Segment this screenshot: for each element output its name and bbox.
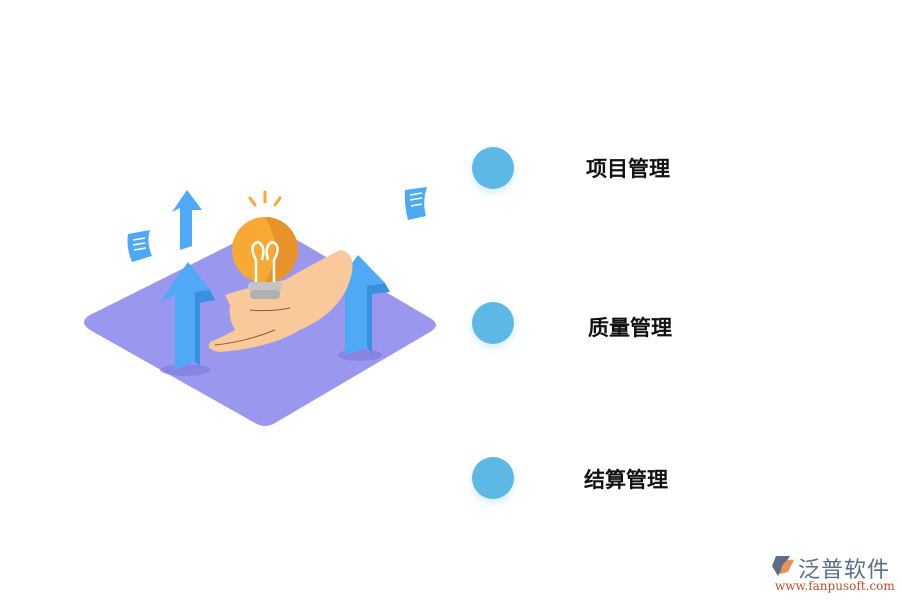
- item-label: 结算管理: [584, 468, 668, 492]
- bullet-dot-icon: [472, 147, 514, 189]
- bullet-dot-icon: [472, 302, 514, 344]
- logo-name: 泛普软件: [798, 558, 891, 583]
- hand-icon: [208, 250, 353, 352]
- logo-mark-icon: [772, 556, 794, 576]
- light-bulb-icon: [232, 190, 298, 299]
- item-label: 质量管理: [588, 316, 672, 340]
- paper-icon: [127, 230, 152, 262]
- list-item: 质量管理: [0, 298, 900, 348]
- logo-url: www.fanpusoft.com: [775, 579, 895, 593]
- item-label: 项目管理: [586, 157, 670, 181]
- up-arrow-icon: [172, 190, 202, 250]
- list-item: 结算管理: [0, 454, 900, 504]
- bullet-dot-icon: [472, 457, 514, 499]
- brand-logo: 泛普软件 www.fanpusoft.com: [768, 552, 898, 596]
- illustration: [70, 180, 450, 440]
- paper-icon: [404, 187, 427, 220]
- list-item: 项目管理: [0, 143, 900, 193]
- up-arrow-icon: [160, 262, 215, 370]
